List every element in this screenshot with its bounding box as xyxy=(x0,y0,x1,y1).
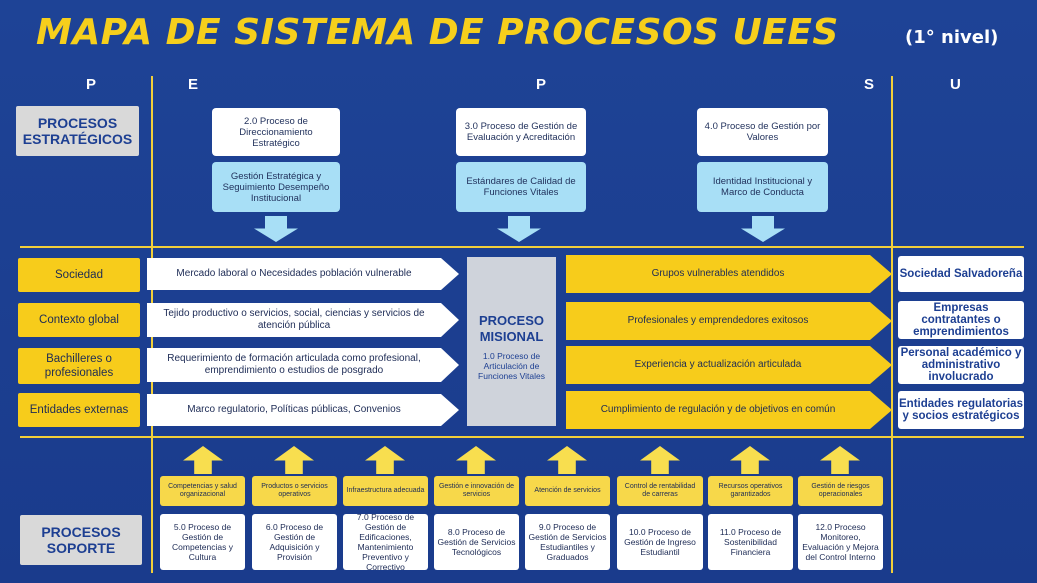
support-process-12: 12.0 Proceso Monitoreo, Evaluación y Mej… xyxy=(798,514,883,570)
support-top-7: Recursos operativos garantizados xyxy=(708,476,793,506)
support-top-6: Control de rentabilidad de carreras xyxy=(617,476,703,506)
page-subtitle: (1° nivel) xyxy=(905,27,999,48)
supplier-entidades-externas: Entidades externas xyxy=(18,393,140,427)
support-arrow-up-8 xyxy=(820,446,860,474)
mission-process-title: PROCESO MISIONAL xyxy=(478,313,544,344)
input-arrow-4: Marco regulatorio, Políticas públicas, C… xyxy=(147,394,459,426)
support-top-4: Gestión e innovación de servicios xyxy=(434,476,519,506)
strategic-process-4-sub: Identidad Institucional y Marco de Condu… xyxy=(697,162,828,212)
output-arrow-2-text: Profesionales y emprendedores exitosos xyxy=(627,315,809,326)
support-arrow-up-5 xyxy=(547,446,587,474)
support-top-3: Infraestructura adecuada xyxy=(343,476,428,506)
strategic-process-3-sub: Estándares de Calidad de Funciones Vital… xyxy=(456,162,586,212)
user-entidades-regulatorias: Entidades regulatorias y socios estratég… xyxy=(898,391,1024,429)
user-empresas: Empresas contratantes o emprendimientos xyxy=(898,301,1024,339)
output-arrow-3: Experiencia y actualización articulada xyxy=(566,346,892,384)
mission-process-box: PROCESO MISIONAL 1.0 Proceso de Articula… xyxy=(467,257,556,426)
support-processes-label: PROCESOS SOPORTE xyxy=(20,515,142,565)
strategic-arrow-down-2 xyxy=(497,216,541,242)
support-top-5: Atención de servicios xyxy=(525,476,610,506)
support-arrow-up-4 xyxy=(456,446,496,474)
strategic-processes-label: PROCESOS ESTRATÉGICOS xyxy=(16,106,139,156)
support-arrow-up-6 xyxy=(640,446,680,474)
input-arrow-4-text: Marco regulatorio, Políticas públicas, C… xyxy=(187,404,401,415)
strategic-process-2-title: 2.0 Proceso de Direccionamiento Estratég… xyxy=(212,108,340,156)
strategic-process-2-sub: Gestión Estratégica y Seguimiento Desemp… xyxy=(212,162,340,212)
output-arrow-4-text: Cumplimiento de regulación y de objetivo… xyxy=(600,404,836,415)
support-process-7: 7.0 Proceso de Gestión de Edificaciones,… xyxy=(343,512,428,572)
page-title: MAPA DE SISTEMA DE PROCESOS UEES xyxy=(36,12,839,53)
input-arrow-1-text: Mercado laboral o Necesidades población … xyxy=(176,268,412,279)
strategic-process-4-title: 4.0 Proceso de Gestión por Valores xyxy=(697,108,828,156)
support-top-2: Productos o servicios operativos xyxy=(252,476,337,506)
user-sociedad-salvadorena: Sociedad Salvadoreña xyxy=(898,256,1024,292)
supplier-bachilleres: Bachilleres o profesionales xyxy=(18,348,140,384)
input-arrow-3: Requerimiento de formación articulada co… xyxy=(147,348,459,382)
output-arrow-1-text: Grupos vulnerables atendidos xyxy=(651,268,785,279)
support-process-5: 5.0 Proceso de Gestión de Competencias y… xyxy=(160,514,245,570)
strategic-arrow-down-1 xyxy=(254,216,298,242)
supplier-contexto-global: Contexto global xyxy=(18,303,140,337)
output-arrow-1: Grupos vulnerables atendidos xyxy=(566,255,892,293)
support-process-9: 9.0 Proceso de Gestión de Servicios Estu… xyxy=(525,514,610,570)
support-top-8: Gestión de riesgos operacionales xyxy=(798,476,883,506)
strategic-process-3-title: 3.0 Proceso de Gestión de Evaluación y A… xyxy=(456,108,586,156)
column-letter-p1: P xyxy=(86,76,97,93)
strategic-arrow-down-3 xyxy=(741,216,785,242)
support-top-1: Competencias y salud organizacional xyxy=(160,476,245,506)
supplier-sociedad: Sociedad xyxy=(18,258,140,292)
output-arrow-2: Profesionales y emprendedores exitosos xyxy=(566,302,892,340)
divider-right xyxy=(891,76,893,573)
column-letter-e: E xyxy=(188,76,199,93)
support-arrow-up-1 xyxy=(183,446,223,474)
column-letter-s: S xyxy=(864,76,875,93)
input-arrow-3-text: Requerimiento de formación articulada co… xyxy=(167,353,421,376)
support-process-11: 11.0 Proceso de Sostenibilidad Financier… xyxy=(708,514,793,570)
support-process-6: 6.0 Proceso de Gestión de Adquisición y … xyxy=(252,514,337,570)
input-arrow-1: Mercado laboral o Necesidades población … xyxy=(147,258,459,290)
support-process-8: 8.0 Proceso de Gestión de Servicios Tecn… xyxy=(434,514,519,570)
mission-process-sub: 1.0 Proceso de Articulación de Funciones… xyxy=(478,351,545,381)
support-arrow-up-3 xyxy=(365,446,405,474)
support-arrow-up-2 xyxy=(274,446,314,474)
column-letter-p2: P xyxy=(536,76,547,93)
output-arrow-4: Cumplimiento de regulación y de objetivo… xyxy=(566,391,892,429)
divider-top xyxy=(20,246,1024,248)
input-arrow-2-text: Tejido productivo o servicios, social, c… xyxy=(163,308,425,331)
user-personal-academico: Personal académico y administrativo invo… xyxy=(898,346,1024,384)
input-arrow-2: Tejido productivo o servicios, social, c… xyxy=(147,303,459,337)
divider-bottom xyxy=(20,436,1024,438)
support-process-10: 10.0 Proceso de Gestión de Ingreso Estud… xyxy=(617,514,703,570)
column-letter-u: U xyxy=(950,76,961,93)
support-arrow-up-7 xyxy=(730,446,770,474)
output-arrow-3-text: Experiencia y actualización articulada xyxy=(634,359,802,370)
